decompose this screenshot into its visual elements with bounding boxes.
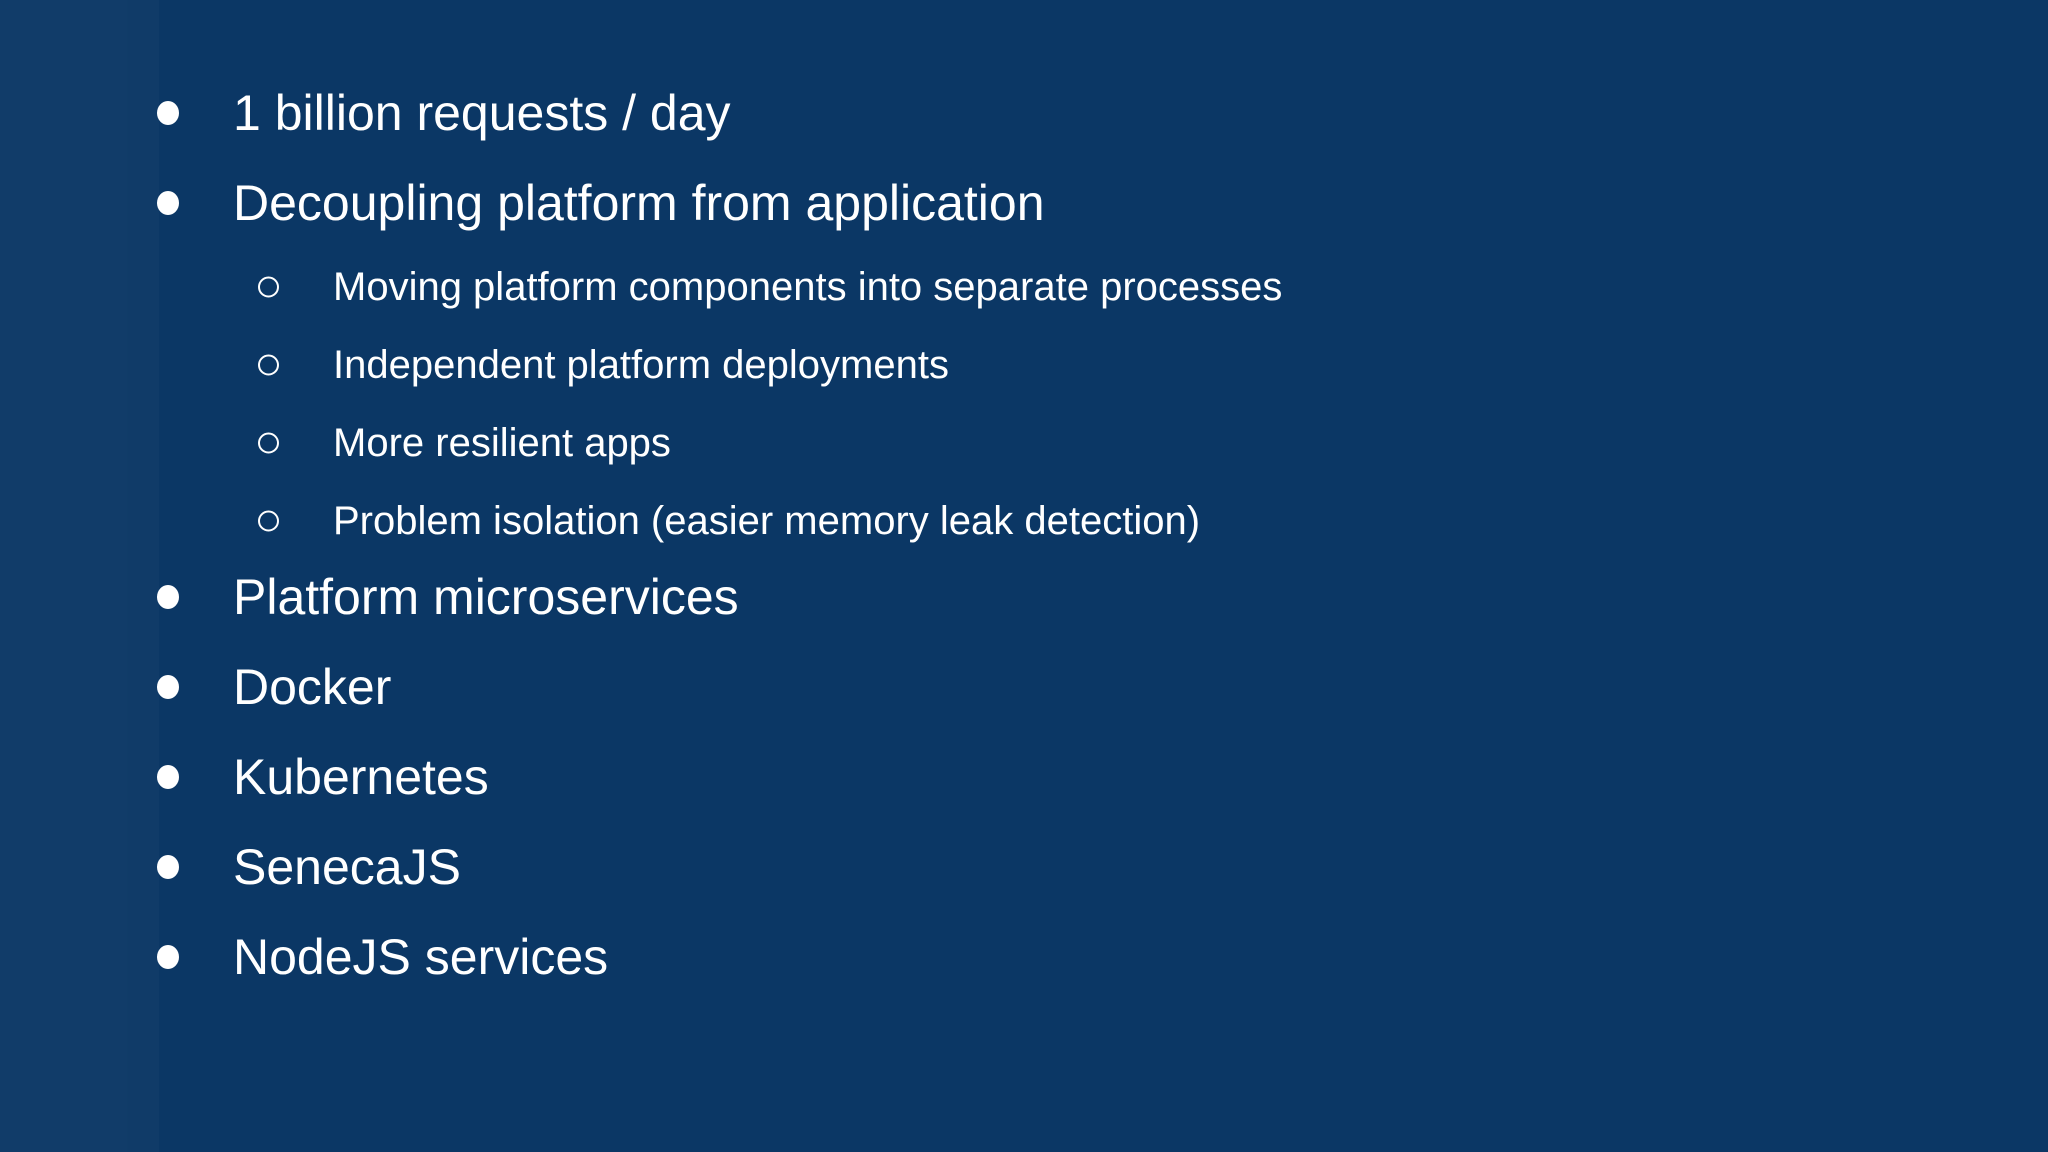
- bullet-text: Platform microservices: [233, 569, 739, 625]
- bullet-item: SenecaJS: [0, 822, 2048, 912]
- sub-bullet-text: Independent platform deployments: [333, 343, 949, 387]
- bullet-item: Docker: [0, 642, 2048, 732]
- bullet-dot-icon: [157, 101, 179, 125]
- bullet-dot-icon: [157, 675, 179, 699]
- bullet-text: Docker: [233, 659, 392, 715]
- bullet-text: 1 billion requests / day: [233, 85, 731, 141]
- bullet-circle-icon: [258, 276, 279, 298]
- bullet-dot-icon: [157, 855, 179, 879]
- bullet-dot-icon: [157, 765, 179, 789]
- bullet-text: Kubernetes: [233, 749, 489, 805]
- sub-bullet-text: Moving platform components into separate…: [333, 265, 1283, 309]
- bullet-item: 1 billion requests / day: [0, 68, 2048, 158]
- bullet-text: SenecaJS: [233, 839, 461, 895]
- bullet-item: Kubernetes: [0, 732, 2048, 822]
- bullet-item: NodeJS services: [0, 912, 2048, 1002]
- bullet-dot-icon: [157, 585, 179, 609]
- sub-bullet-item: More resilient apps: [0, 404, 2048, 482]
- sub-bullet-text: More resilient apps: [333, 421, 671, 465]
- bullet-text: NodeJS services: [233, 929, 609, 985]
- bullet-dot-icon: [157, 945, 179, 969]
- bullet-item: Platform microservices: [0, 552, 2048, 642]
- sub-bullet-item: Independent platform deployments: [0, 326, 2048, 404]
- bullet-item: Decoupling platform from application: [0, 158, 2048, 248]
- sub-bullet-text: Problem isolation (easier memory leak de…: [333, 499, 1201, 543]
- sub-bullet-item: Problem isolation (easier memory leak de…: [0, 482, 2048, 560]
- bullet-circle-icon: [258, 432, 279, 454]
- bullet-list: 1 billion requests / day Decoupling plat…: [0, 68, 2048, 1002]
- sub-bullet-item: Moving platform components into separate…: [0, 248, 2048, 326]
- bullet-dot-icon: [157, 191, 179, 215]
- bullet-circle-icon: [258, 354, 279, 376]
- sub-bullet-group: Moving platform components into separate…: [0, 248, 2048, 560]
- bullet-text: Decoupling platform from application: [233, 175, 1045, 231]
- bullet-circle-icon: [258, 510, 279, 532]
